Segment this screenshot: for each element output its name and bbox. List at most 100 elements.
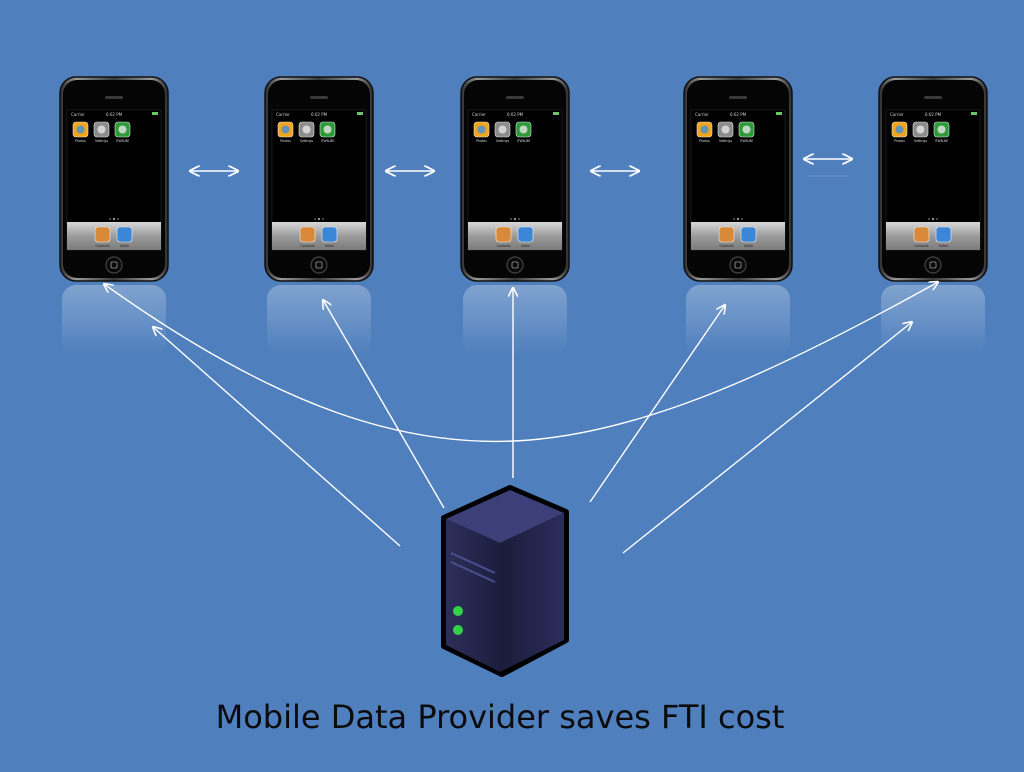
page-dot <box>932 218 934 220</box>
dock-app-label: Contacts <box>95 244 109 248</box>
dock-app-label: Safari <box>744 244 753 248</box>
speaker-icon <box>506 96 524 99</box>
dock-app-label: Safari <box>325 244 334 248</box>
app-label: Photos <box>699 139 710 143</box>
phone-reflection <box>463 285 567 355</box>
page-dot <box>113 218 115 220</box>
app-label: Photos <box>75 139 86 143</box>
phone-reflection <box>686 285 790 355</box>
status-time: 6:02 PM <box>730 112 747 117</box>
app-glyph <box>895 125 904 134</box>
page-dot <box>936 218 938 220</box>
page-dot <box>322 218 324 220</box>
home-button[interactable] <box>310 256 328 274</box>
app-glyph <box>700 125 709 134</box>
app-label: iTWN-BE <box>935 139 949 143</box>
curved-link-phone-1-phone-5 <box>104 282 938 443</box>
app-glyph <box>281 125 290 134</box>
app-glyph <box>76 125 85 134</box>
speaker-icon <box>105 96 123 99</box>
dock-app-label: Safari <box>120 244 129 248</box>
app-glyph <box>118 125 127 134</box>
page-dot <box>109 218 111 220</box>
server-led-1 <box>453 606 463 616</box>
page-dot <box>514 218 516 220</box>
home-button-icon <box>929 261 937 269</box>
app-glyph <box>302 125 311 134</box>
server-links <box>104 282 938 554</box>
page-dot <box>737 218 739 220</box>
app-glyph <box>916 125 925 134</box>
slide-caption: Mobile Data Provider saves FTI cost <box>215 698 785 736</box>
app-glyph <box>937 125 946 134</box>
server-icon <box>441 485 569 677</box>
contacts-app-icon[interactable] <box>299 226 316 243</box>
battery-icon <box>152 112 158 115</box>
safari-app-icon[interactable] <box>740 226 757 243</box>
home-button[interactable] <box>924 256 942 274</box>
safari-app-icon[interactable] <box>321 226 338 243</box>
app-label: iTWN-BE <box>740 139 754 143</box>
dock-app-label: Safari <box>521 244 530 248</box>
speaker-icon <box>924 96 942 99</box>
battery-icon <box>776 112 782 115</box>
dock-app-label: Contacts <box>914 244 928 248</box>
app-glyph <box>477 125 486 134</box>
speaker-icon <box>729 96 747 99</box>
app-label: Settings <box>300 139 313 143</box>
home-button-icon <box>110 261 118 269</box>
status-time: 6:02 PM <box>925 112 942 117</box>
server-side <box>500 513 564 672</box>
speaker-icon <box>310 96 328 99</box>
app-label: Settings <box>719 139 732 143</box>
app-glyph <box>742 125 751 134</box>
dock-app-label: Contacts <box>719 244 733 248</box>
app-label: Photos <box>280 139 291 143</box>
app-label: iTWN-BE <box>116 139 130 143</box>
peer-links <box>190 159 852 176</box>
contacts-app-icon[interactable] <box>913 226 930 243</box>
dock-app-label: Contacts <box>300 244 314 248</box>
safari-app-icon[interactable] <box>935 226 952 243</box>
contacts-app-icon[interactable] <box>718 226 735 243</box>
app-label: Settings <box>95 139 108 143</box>
phone-dock <box>272 222 366 250</box>
app-label: Settings <box>914 139 927 143</box>
app-glyph <box>519 125 528 134</box>
status-time: 6:02 PM <box>507 112 524 117</box>
server-link-phone-4 <box>589 305 725 503</box>
server-led-2 <box>453 625 463 635</box>
status-carrier: Carrier <box>472 112 486 117</box>
status-carrier: Carrier <box>890 112 904 117</box>
app-label: Settings <box>496 139 509 143</box>
phone-dock <box>468 222 562 250</box>
phone-reflection <box>62 285 166 355</box>
safari-app-icon[interactable] <box>116 226 133 243</box>
server-link-phone-5 <box>622 322 912 554</box>
server-link-phone-1 <box>153 327 401 547</box>
server-link-phone-2 <box>323 300 445 509</box>
page-dot <box>510 218 512 220</box>
home-button[interactable] <box>506 256 524 274</box>
contacts-app-icon[interactable] <box>495 226 512 243</box>
app-label: iTWN-BE <box>321 139 335 143</box>
battery-icon <box>553 112 559 115</box>
page-dot <box>314 218 316 220</box>
home-button[interactable] <box>105 256 123 274</box>
home-button[interactable] <box>729 256 747 274</box>
phone-reflection <box>881 285 985 355</box>
safari-app-icon[interactable] <box>517 226 534 243</box>
contacts-app-icon[interactable] <box>94 226 111 243</box>
status-carrier: Carrier <box>71 112 85 117</box>
server-top <box>446 490 564 543</box>
page-dot <box>741 218 743 220</box>
page-dot <box>117 218 119 220</box>
app-glyph <box>323 125 332 134</box>
phone-dock <box>886 222 980 250</box>
page-dot <box>733 218 735 220</box>
